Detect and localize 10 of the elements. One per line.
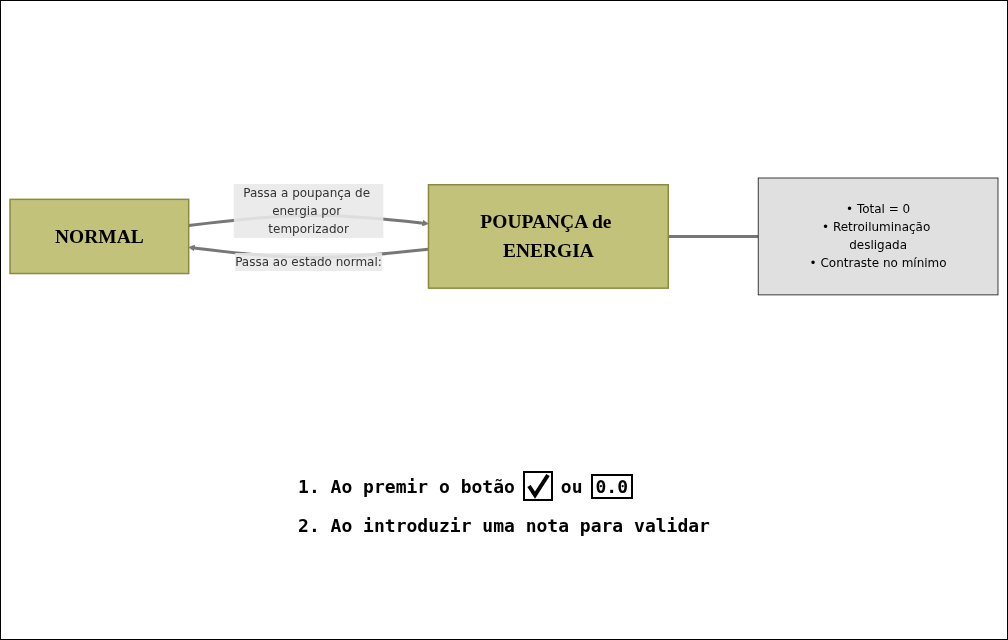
- edge-label: Passa ao estado normal:: [235, 253, 382, 269]
- node-box: • Total = 0 • Retroiluminação desligada • Contraste no mínimo: [757, 177, 999, 295]
- connector: [668, 234, 759, 238]
- key-label: 0.0: [590, 473, 634, 499]
- conjunction-text: ou: [560, 475, 583, 497]
- edge-label: Passa a poupança de energia por temporizador: [243, 185, 371, 236]
- node-box: POUPANÇA de ENERGIA: [427, 183, 669, 289]
- instruction-text: 2. Ao introduzir uma nota para validar: [298, 515, 710, 536]
- node-box: NORMAL: [9, 198, 190, 274]
- instruction-text: 1. Ao premir o botão: [298, 475, 515, 497]
